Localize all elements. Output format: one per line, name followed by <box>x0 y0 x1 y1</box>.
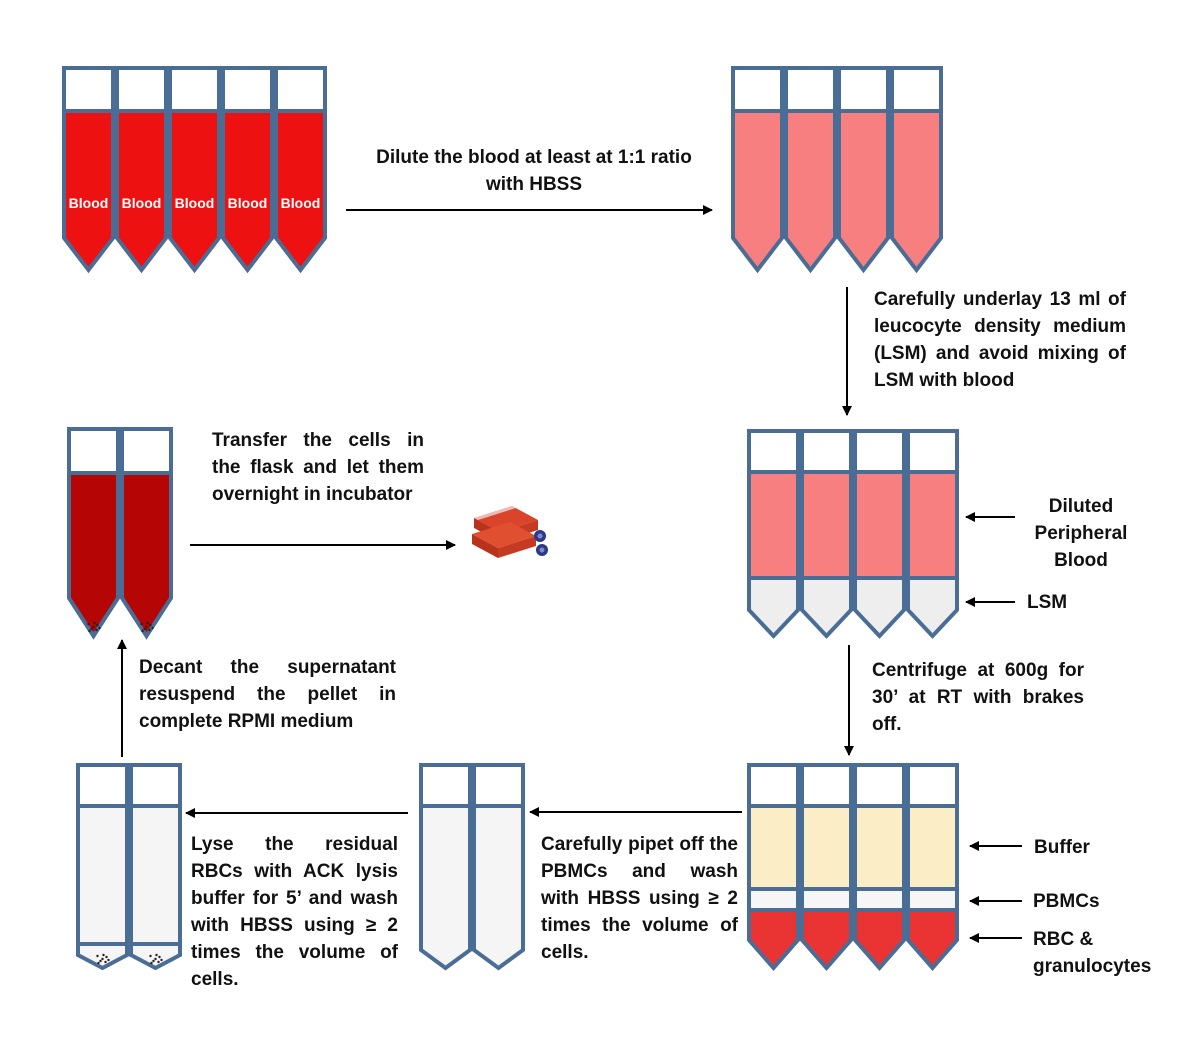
step-transfer-text: Transfer the cells in the flask and let … <box>212 430 424 505</box>
step-decant-text: Decant the supernatant resuspend the pel… <box>139 657 396 732</box>
centrifuged-tube-1 <box>747 763 800 972</box>
lysed-tube-1 <box>76 763 129 971</box>
blood-tube-3: Blood <box>168 66 221 274</box>
diluted-blood-tube-3 <box>837 66 890 274</box>
resuspended-tube-1 <box>67 427 120 640</box>
label-diluted-peripheral-blood: Diluted Peripheral Blood <box>1034 496 1128 571</box>
diluted-blood-tube-1 <box>731 66 784 274</box>
centrifuged-tube-4 <box>906 763 959 972</box>
blood-tube-1: Blood <box>62 66 115 274</box>
diluted-blood-tube-2 <box>784 66 837 274</box>
step-dilute-text: Dilute the blood at least at 1:1 ratio w… <box>376 147 692 195</box>
lysed-tube-2 <box>129 763 182 971</box>
washed-tube-1 <box>419 763 472 971</box>
step-underlay-text: Carefully underlay 13 ml of leucocyte de… <box>874 289 1126 391</box>
diluted-blood-tube-4 <box>890 66 943 274</box>
blood-tube-label: Blood <box>122 195 162 211</box>
layered-tube-2 <box>800 429 853 639</box>
layered-tube-3 <box>853 429 906 639</box>
label-buffer: Buffer <box>1034 837 1090 858</box>
blood-tube-5: Blood <box>274 66 327 274</box>
blood-tube-label: Blood <box>281 195 321 211</box>
blood-tube-4: Blood <box>221 66 274 274</box>
layered-tube-4 <box>906 429 959 639</box>
blood-tube-label: Blood <box>69 195 109 211</box>
label-rbc-granulocytes: RBC & granulocytes <box>1033 929 1152 977</box>
label-lsm: LSM <box>1027 592 1068 613</box>
resuspended-tube-2 <box>120 427 173 640</box>
layered-tube-1 <box>747 429 800 639</box>
washed-tube-2 <box>472 763 525 971</box>
step-centrifuge-text: Centrifuge at 600g for 30’ at RT with br… <box>872 660 1084 735</box>
blood-tube-2: Blood <box>115 66 168 274</box>
blood-tube-label: Blood <box>228 195 268 211</box>
blood-tube-label: Blood <box>175 195 215 211</box>
centrifuged-tube-3 <box>853 763 906 972</box>
step-lyse-text: Lyse the residual RBCs with ACK lysis bu… <box>191 834 398 990</box>
culture-flask-stack-icon <box>472 506 548 558</box>
label-pbmcs: PBMCs <box>1033 891 1100 912</box>
centrifuged-tube-2 <box>800 763 853 972</box>
step-pipet-text: Carefully pipet off the PBMCs and wash w… <box>541 834 738 963</box>
